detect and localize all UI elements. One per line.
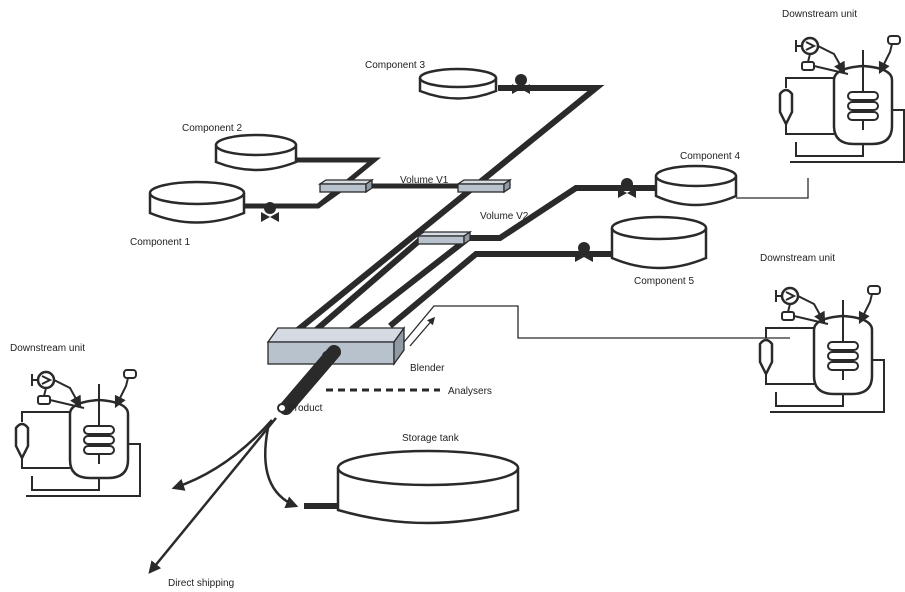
component-2-tank: [214, 133, 298, 172]
volume-v2-meter: [415, 230, 473, 246]
downstream-unit-top-label: Downstream unit: [782, 9, 857, 20]
volume-v1-label: Volume V1: [400, 175, 449, 186]
volume-v2-label: Volume V2: [480, 211, 529, 222]
component-5-tank: [610, 215, 708, 270]
component-4-tank: [654, 164, 738, 207]
analysers-label: Analysers: [448, 386, 492, 397]
component-2-label: Component 2: [182, 123, 242, 134]
downstream-unit-top: [780, 36, 904, 162]
downstream-unit-left-label: Downstream unit: [10, 343, 85, 354]
direct-shipping-label: Direct shipping: [168, 578, 234, 589]
component-4-label: Component 4: [680, 151, 740, 162]
component-3-tank: [418, 67, 498, 100]
storage-tank-label: Storage tank: [402, 433, 460, 444]
product-label: Product: [288, 403, 323, 414]
component-1-tank: [148, 180, 246, 224]
volume-v1-meter-2: [455, 178, 513, 194]
component-1-label: Component 1: [130, 237, 190, 248]
volume-v1-meter: [317, 178, 375, 194]
blender-label: Blender: [410, 363, 445, 374]
component-5-label: Component 5: [634, 276, 694, 287]
storage-tank: [336, 449, 520, 525]
downstream-unit-right-label: Downstream unit: [760, 253, 835, 264]
downstream-unit-left: [16, 370, 140, 496]
downstream-unit-right: [760, 286, 884, 412]
component-3-label: Component 3: [365, 60, 425, 71]
